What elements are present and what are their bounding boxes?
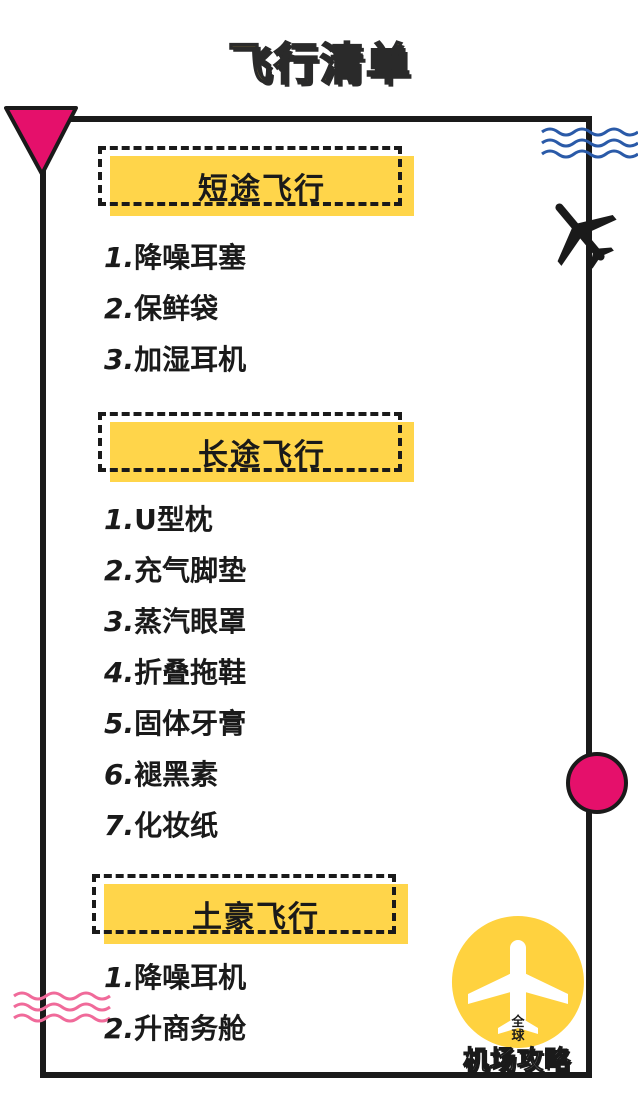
list-item: 3.加湿耳机: [104, 343, 247, 376]
wave-icon: [541, 127, 638, 159]
section-title: 土豪飞行: [192, 900, 320, 935]
logo-airplane-icon: [451, 916, 584, 1048]
list-item: 5.固体牙膏: [104, 707, 247, 740]
wave-icon: [13, 991, 111, 1023]
list-item: 1.U型枕: [104, 503, 213, 536]
list-item: 2.升商务舱: [104, 1012, 247, 1045]
list-item: 1.降噪耳机: [104, 961, 247, 994]
page-title: 飞行清单: [227, 38, 412, 91]
triangle-decoration-icon: [4, 106, 78, 176]
item-list-luxury: 1.降噪耳机 2.升商务舱: [104, 952, 246, 1054]
list-item: 1.降噪耳塞: [104, 241, 247, 274]
airplane-icon: [555, 203, 617, 269]
section-header-luxury: 土豪飞行: [92, 874, 408, 944]
dot-decoration-icon: [566, 752, 628, 814]
list-item: 2.保鲜袋: [104, 292, 219, 325]
list-item: 4.折叠拖鞋: [104, 656, 247, 689]
list-item: 3.蒸汽眼罩: [104, 605, 247, 638]
section-header-short: 短途飞行: [98, 146, 414, 216]
list-item: 7.化妆纸: [104, 809, 219, 842]
logo-small-text: 全球: [511, 1015, 525, 1044]
list-item: 2.充气脚垫: [104, 554, 247, 587]
section-title: 长途飞行: [198, 438, 326, 473]
logo-text: 机场攻略: [462, 1046, 571, 1077]
section-header-long: 长途飞行: [98, 412, 414, 482]
section-title: 短途飞行: [198, 172, 326, 207]
item-list-short: 1.降噪耳塞 2.保鲜袋 3.加湿耳机: [104, 232, 246, 385]
item-list-long: 1.U型枕 2.充气脚垫 3.蒸汽眼罩 4.折叠拖鞋 5.固体牙膏 6.褪黑素 …: [104, 494, 246, 851]
list-item: 6.褪黑素: [104, 758, 219, 791]
list-frame: [40, 116, 592, 1078]
